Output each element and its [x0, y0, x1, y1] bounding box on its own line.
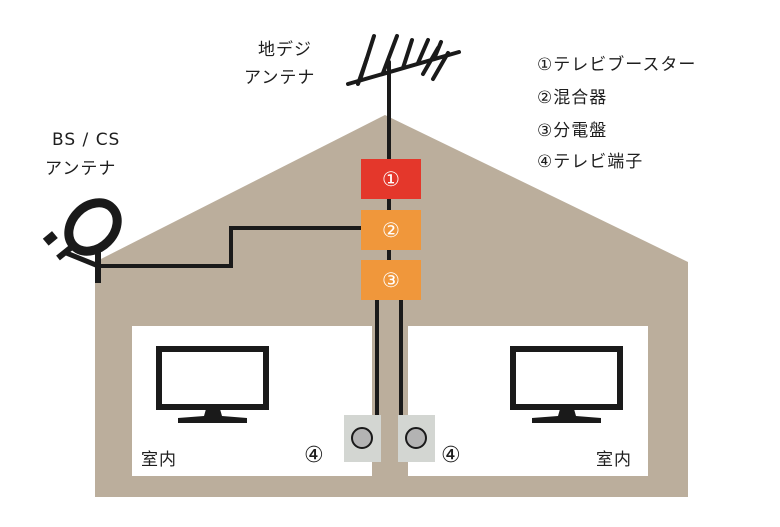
- terrestrial-antenna-icon: [346, 34, 461, 122]
- mixer-box: [361, 210, 421, 250]
- legend-item-distributor: ③分電盤: [537, 121, 608, 141]
- room-right-label: 室内: [596, 450, 632, 470]
- bs-cs-antenna-label: BS / CS: [52, 128, 120, 152]
- tv-outlet-left: [344, 415, 381, 462]
- outlet-right-number: ④: [441, 443, 462, 468]
- booster-box: [361, 159, 421, 199]
- legend-item-mixer: ②混合器: [537, 88, 608, 108]
- tv-right-icon: [510, 346, 623, 423]
- legend-item-outlet: ④テレビ端子: [537, 152, 644, 172]
- bs-cs-antenna-label-line2: アンテナ: [45, 159, 117, 179]
- tv-left-icon: [156, 346, 269, 423]
- room-left-label: 室内: [141, 450, 177, 470]
- terrestrial-antenna-label-line1: 地デジ: [258, 40, 312, 60]
- bs-cs-antenna-label-2: アンテナ: [45, 157, 116, 181]
- mixer-label: ②: [382, 218, 400, 242]
- satellite-dish-icon: [42, 198, 122, 283]
- terrestrial-antenna-label: 地デジ: [252, 38, 318, 62]
- legend-item-booster: ①テレビブースター: [537, 55, 697, 75]
- terrestrial-antenna-label-line2: アンテナ: [244, 68, 316, 88]
- terrestrial-antenna-label-2: アンテナ: [244, 66, 315, 90]
- distributor-box: [361, 260, 421, 300]
- bs-cs-antenna-label-line1: BS / CS: [52, 130, 121, 150]
- outlet-left-number: ④: [304, 443, 325, 468]
- booster-label: ①: [382, 167, 400, 191]
- tv-outlet-right: [398, 415, 435, 462]
- distributor-label: ③: [382, 268, 400, 292]
